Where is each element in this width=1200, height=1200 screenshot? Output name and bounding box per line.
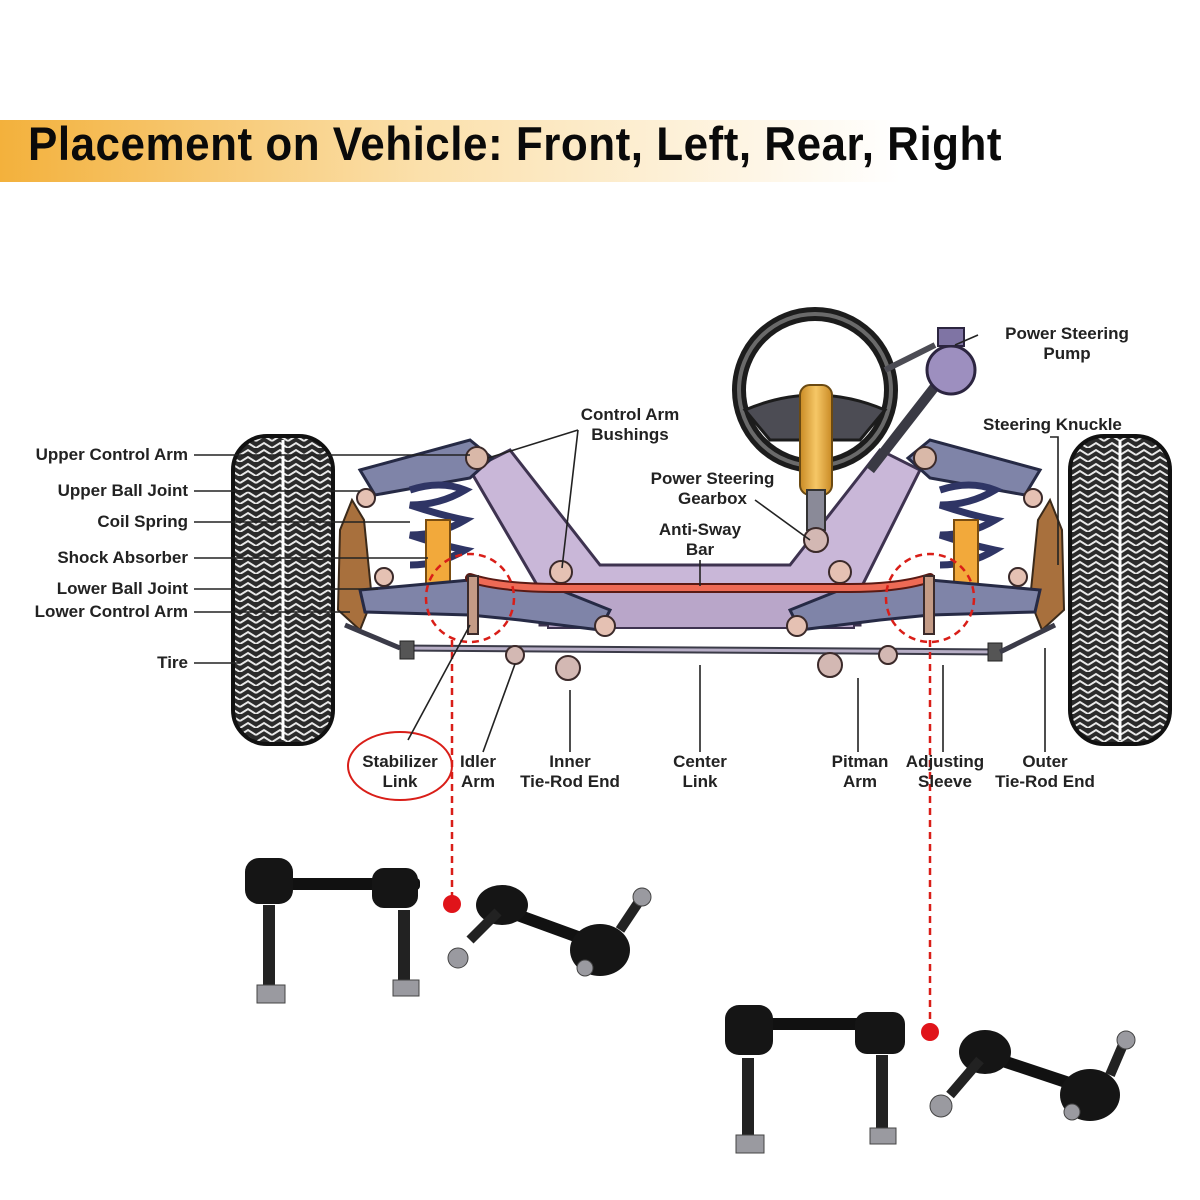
product-link-left-a bbox=[245, 858, 420, 1004]
label-upper-control-arm: Upper Control Arm bbox=[35, 445, 188, 464]
left-link-highlight bbox=[424, 552, 516, 644]
right-coil-spring bbox=[938, 481, 1005, 569]
title-band bbox=[0, 120, 1200, 182]
steering-column bbox=[799, 384, 833, 496]
left-tire bbox=[231, 434, 335, 746]
product-link-right-a bbox=[725, 1005, 905, 1154]
label-steering-knuckle: Steering Knuckle bbox=[983, 415, 1122, 434]
power-steering-pump bbox=[925, 344, 977, 396]
label-tire: Tire bbox=[157, 653, 188, 672]
label-shock-absorber: Shock Absorber bbox=[57, 548, 188, 567]
product-link-left-b bbox=[447, 885, 652, 977]
label-upper-ball-joint: Upper Ball Joint bbox=[57, 481, 188, 500]
page-title: Placement on Vehicle: Front, Left, Rear,… bbox=[28, 118, 1003, 171]
label-lower-ball-joint: Lower Ball Joint bbox=[56, 579, 188, 598]
right-tire bbox=[1068, 434, 1172, 746]
product-link-right-b bbox=[929, 1030, 1136, 1121]
label-coil-spring: Coil Spring bbox=[97, 512, 188, 531]
left-coil-spring bbox=[408, 481, 475, 569]
right-link-highlight bbox=[884, 552, 976, 644]
label-lower-control-arm: Lower Control Arm bbox=[34, 602, 188, 621]
